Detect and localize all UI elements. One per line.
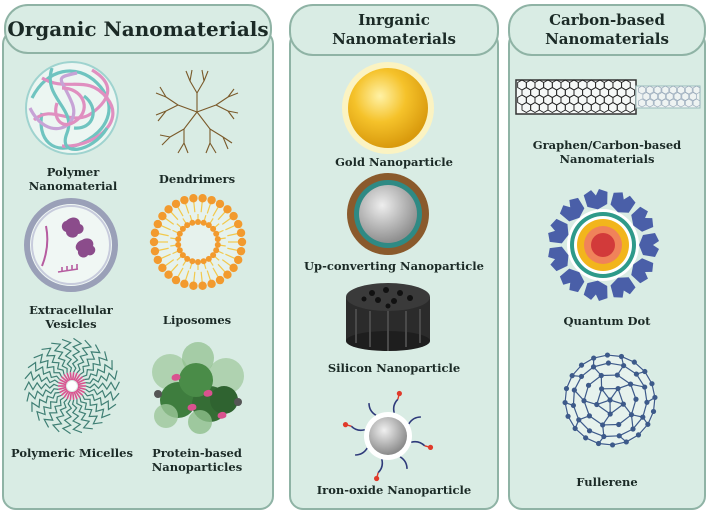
organic-panel-title: Organic Nanomaterials bbox=[4, 4, 272, 54]
graphene-label: Graphen/Carbon-based Nanomaterials bbox=[532, 138, 682, 166]
extracellular-vesicle-illustration bbox=[24, 198, 118, 292]
gold-nanoparticle-label: Gold Nanoparticle bbox=[335, 155, 453, 169]
polymeric-micelles-label: Polymeric Micelles bbox=[11, 446, 133, 460]
carbon-panel-title: Carbon-based Nanomaterials bbox=[508, 4, 706, 56]
inorganic-panel-title: Inrganic Nanomaterials bbox=[289, 4, 499, 56]
protein-nanoparticle-illustration bbox=[152, 342, 244, 434]
polymer-nanomaterial-illustration bbox=[25, 61, 119, 155]
silicon-nanoparticle-label: Silicon Nanoparticle bbox=[327, 361, 461, 375]
polymer-nanomaterial-label: Polymer Nanomaterial bbox=[28, 165, 118, 193]
upconverting-nanoparticle-illustration bbox=[347, 173, 429, 255]
extracellular-vesicles-label: Extracellular Vesicles bbox=[29, 303, 113, 331]
carbon-nanotube-illustration bbox=[515, 79, 701, 115]
liposomes-label: Liposomes bbox=[162, 313, 232, 327]
upconverting-nanoparticle-label: Up-converting Nanoparticle bbox=[304, 259, 484, 273]
dendrimers-label: Dendrimers bbox=[158, 172, 236, 186]
protein-nanoparticles-label: Protein-based Nanoparticles bbox=[151, 446, 243, 474]
polymeric-micelle-illustration bbox=[24, 337, 120, 435]
silicon-nanoparticle-illustration bbox=[346, 283, 430, 351]
quantum-dot-label: Quantum Dot bbox=[563, 314, 651, 328]
iron-oxide-nanoparticle-label: Iron-oxide Nanoparticle bbox=[316, 483, 472, 497]
fullerene-label: Fullerene bbox=[576, 475, 638, 489]
dendrimer-illustration bbox=[155, 69, 239, 154]
quantum-dot-illustration bbox=[548, 189, 659, 301]
liposome-illustration bbox=[149, 194, 247, 290]
iron-oxide-nanoparticle-illustration bbox=[342, 390, 434, 482]
fullerene-illustration bbox=[562, 352, 658, 448]
gold-nanoparticle-illustration bbox=[342, 62, 434, 154]
